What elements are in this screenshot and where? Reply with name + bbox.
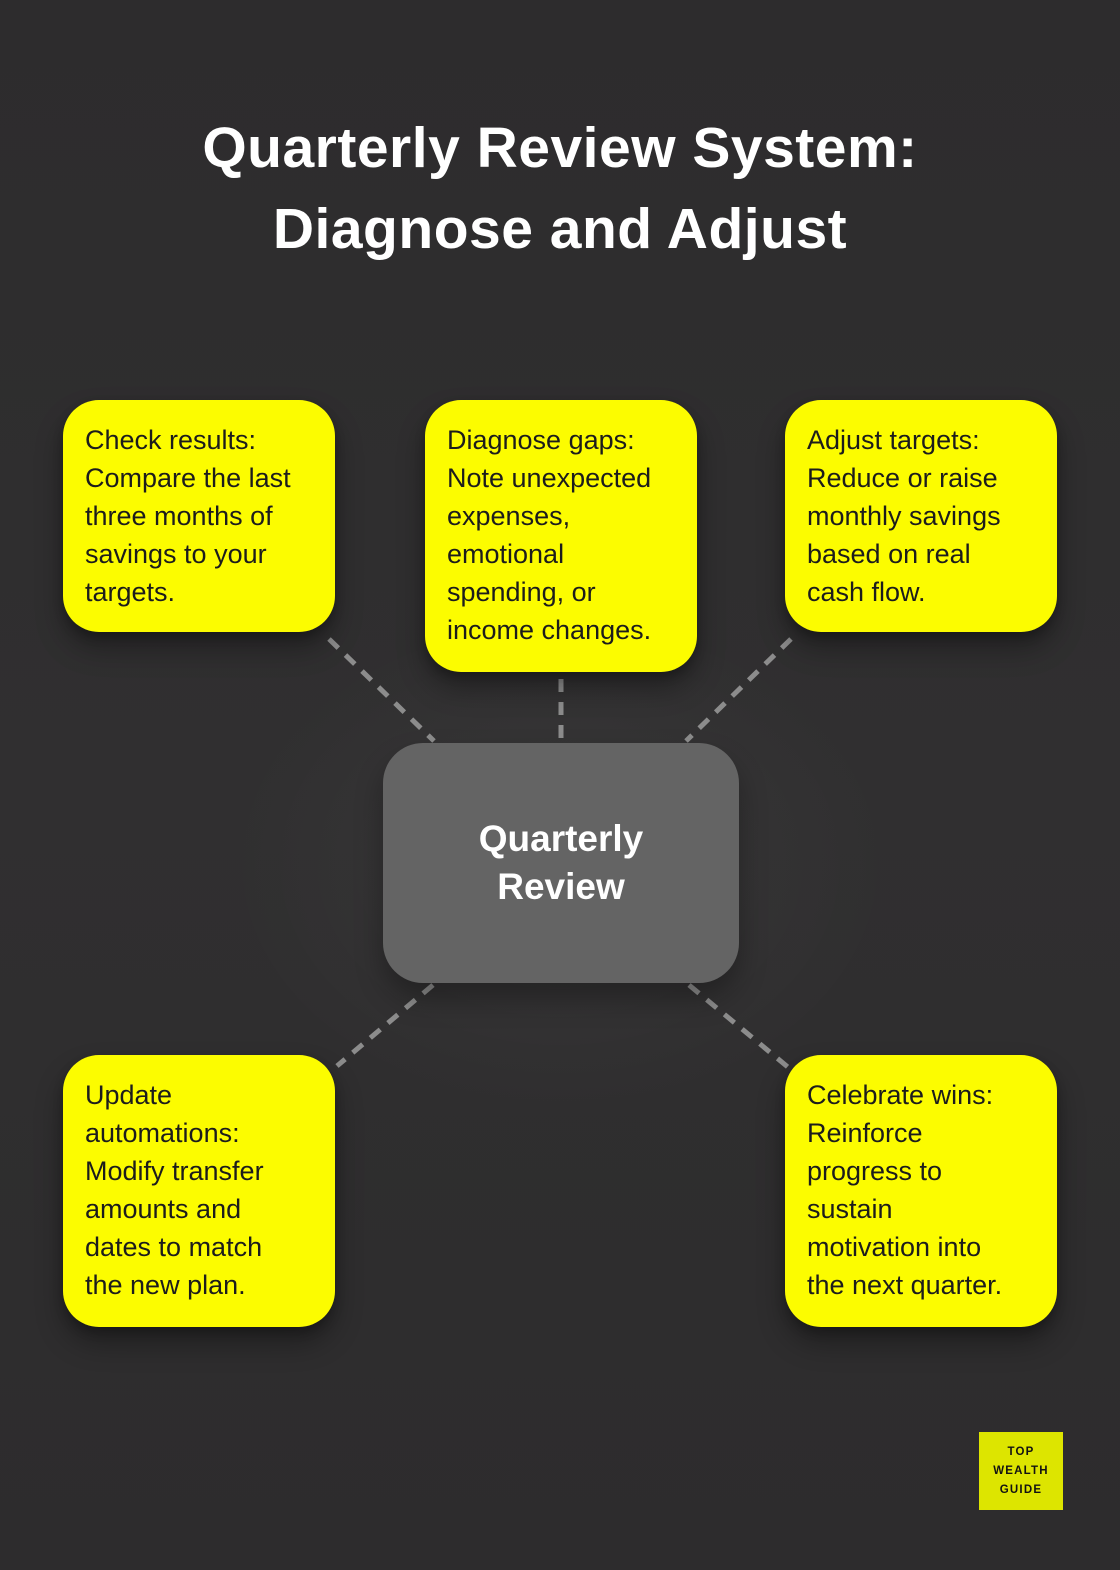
connector-celebrate-wins <box>687 983 791 1070</box>
node-celebrate-wins: Celebrate wins: Reinforce progress to su… <box>785 1055 1057 1327</box>
connector-update-automations <box>335 983 435 1068</box>
connector-check-results <box>327 637 436 743</box>
node-update-automations: Update automations: Modify transfer amou… <box>63 1055 335 1327</box>
logo-line-wealth: WEALTH <box>993 1464 1049 1477</box>
logo-line-guide: GUIDE <box>999 1483 1043 1496</box>
node-adjust-targets: Adjust targets: Reduce or raise monthly … <box>785 400 1057 632</box>
node-check-results: Check results: Compare the last three mo… <box>63 400 335 632</box>
top-wealth-guide-logo: TOP WEALTH GUIDE <box>979 1432 1063 1510</box>
node-diagnose-gaps: Diagnose gaps: Note unexpected expenses,… <box>425 400 697 672</box>
node-quarterly-review-center: Quarterly Review <box>383 743 739 983</box>
connector-adjust-targets <box>684 637 793 743</box>
logo-line-top: TOP <box>1007 1445 1035 1458</box>
page-title: Quarterly Review System: Diagnose and Ad… <box>202 116 918 261</box>
